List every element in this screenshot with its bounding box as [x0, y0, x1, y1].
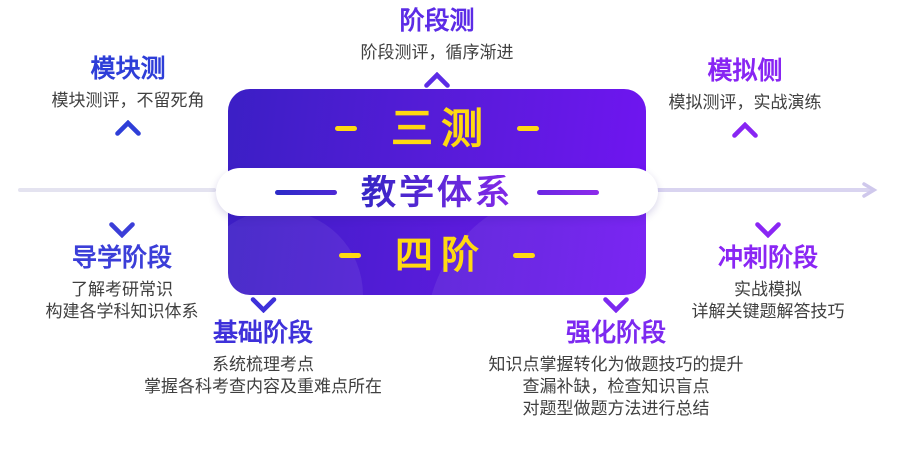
three-tests-label: 三测	[390, 104, 491, 152]
chevron-up-icon	[424, 72, 450, 88]
dash-icon	[334, 126, 357, 131]
node-title: 导学阶段	[71, 244, 172, 272]
desc-line: 详解关键题解答技巧	[691, 302, 845, 321]
node-desc: 模拟测评，实战演练	[668, 93, 822, 112]
node-desc: 知识点掌握转化为做题技巧的提升 查漏补缺，检查知识盲点 对题型做题方法进行总结	[489, 354, 744, 420]
node-title: 基础阶段	[212, 319, 313, 347]
title-line-right	[537, 189, 599, 195]
node-stage-test: 阶段测 阶段测评，循序渐进	[361, 6, 514, 88]
flow-line-right-arrow-icon	[656, 182, 878, 198]
desc-line: 知识点掌握转化为做题技巧的提升	[488, 355, 744, 374]
node-mock-test: 模拟侧 模拟测评，实战演练	[669, 56, 822, 138]
center-title-pill: 教学体系	[216, 168, 658, 216]
desc-line: 系统梳理考点	[212, 355, 314, 374]
chevron-down-icon	[755, 222, 781, 238]
dash-icon	[517, 126, 539, 131]
node-sprint-stage: 冲刺阶段 实战模拟 详解关键题解答技巧	[692, 222, 845, 323]
node-desc: 了解考研常识 构建各学科知识体系	[46, 279, 199, 323]
node-module-test: 模块测 模块测评，不留死角	[52, 54, 205, 136]
page-title: 教学体系	[360, 172, 513, 212]
four-stages-row: 四阶	[228, 216, 646, 295]
node-title: 阶段测	[399, 7, 475, 35]
desc-line: 了解考研常识	[71, 280, 173, 299]
chevron-down-icon	[603, 297, 629, 313]
node-title: 模拟侧	[707, 57, 783, 85]
chevron-down-icon	[250, 297, 276, 313]
four-stages-label: 四阶	[394, 234, 487, 277]
node-desc: 阶段测评，循序渐进	[360, 43, 514, 62]
chevron-up-icon	[732, 122, 758, 138]
node-desc: 实战模拟 详解关键题解答技巧	[692, 279, 845, 323]
desc-line: 构建各学科知识体系	[45, 302, 199, 321]
flow-line-left	[18, 188, 216, 192]
chevron-down-icon	[109, 222, 135, 238]
dash-icon	[513, 253, 535, 258]
desc-line: 掌握各科考查内容及重难点所在	[144, 377, 382, 396]
desc-line: 实战模拟	[734, 280, 802, 299]
node-guide-stage: 导学阶段 了解考研常识 构建各学科知识体系	[46, 222, 199, 323]
desc-line: 查漏补缺，检查知识盲点	[522, 377, 710, 396]
node-title: 强化阶段	[565, 319, 666, 347]
node-intensify-stage: 强化阶段 知识点掌握转化为做题技巧的提升 查漏补缺，检查知识盲点 对题型做题方法…	[489, 297, 744, 420]
three-tests-row: 三测	[228, 89, 646, 168]
chevron-up-icon	[115, 120, 141, 136]
desc-line: 对题型做题方法进行总结	[522, 399, 710, 418]
title-line-left	[274, 189, 337, 195]
node-basic-stage: 基础阶段 系统梳理考点 掌握各科考查内容及重难点所在	[144, 297, 382, 398]
node-title: 冲刺阶段	[717, 244, 818, 272]
node-desc: 模块测评，不留死角	[51, 91, 205, 110]
node-desc: 系统梳理考点 掌握各科考查内容及重难点所在	[144, 354, 382, 398]
node-title: 模块测	[90, 55, 166, 83]
dash-icon	[338, 253, 361, 258]
